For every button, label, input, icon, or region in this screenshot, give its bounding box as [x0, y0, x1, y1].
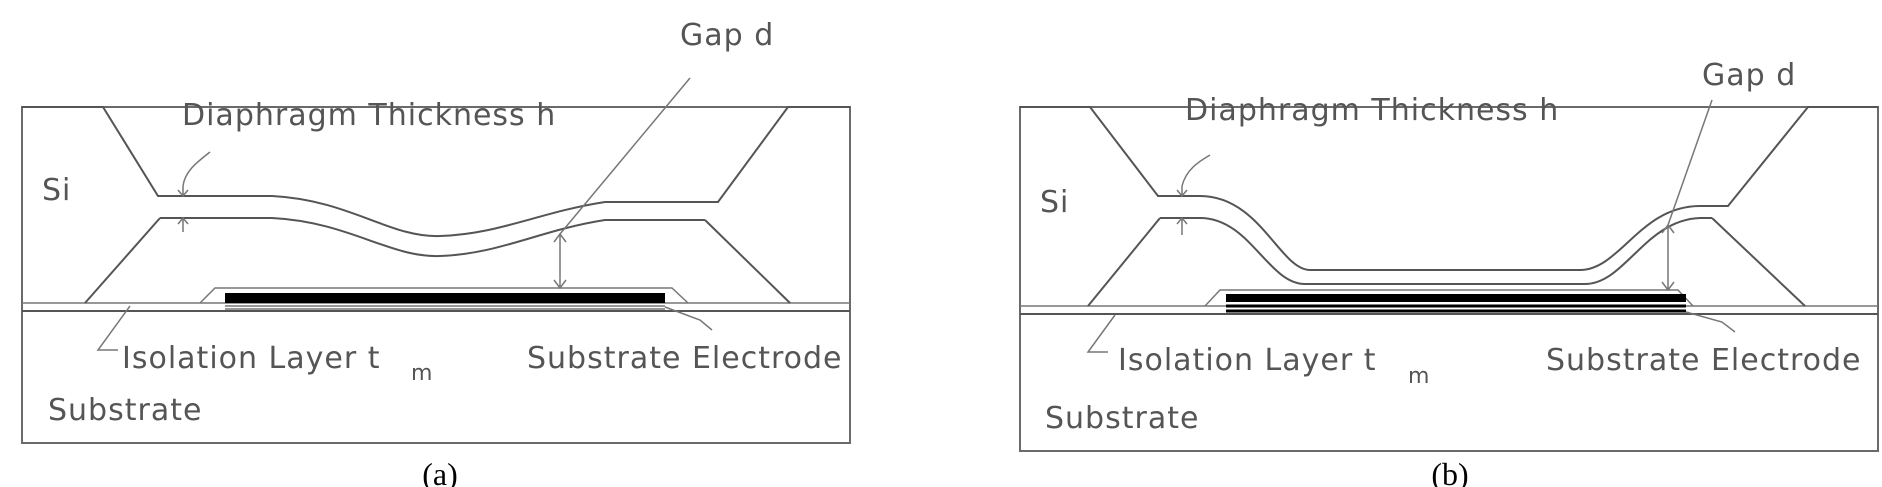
- panel-a-gap-leader: [559, 77, 691, 235]
- panel-b-thickness-leader: [1181, 154, 1211, 187]
- panel-a-isolation-bump: [199, 287, 689, 304]
- panel-a-isolation-subscript: m: [411, 361, 432, 386]
- panel-b-substrate-electrode: [1226, 294, 1686, 302]
- panel-a-gap-arrow: [553, 232, 567, 290]
- panel-b-gap-label: Gap d: [1702, 58, 1796, 93]
- panel-a-diaphragm-label: Diaphragm Thickness h: [182, 98, 556, 133]
- panel-b-gap-leader: [1667, 99, 1713, 226]
- panel-a-si-left-slope: [84, 217, 161, 304]
- panel-a-thickness-arrow-top: [177, 186, 189, 198]
- panel-b-si-left-slope: [1087, 217, 1161, 307]
- panel-a-isolation-leader: [96, 305, 131, 351]
- panel-a-diaphragm-bottom: [160, 217, 705, 258]
- panel-b-thickness-arrow-bottom: [1176, 216, 1188, 235]
- panel-b-thickness-arrow-top: [1176, 186, 1188, 198]
- panel-b-isolation-label: Isolation Layer t: [1118, 343, 1377, 378]
- panel-a-substrate-electrode: [225, 293, 665, 303]
- panel-a-si-right-slope: [704, 219, 791, 304]
- panel-b-si-label: Si: [1040, 185, 1069, 220]
- panel-b-diaphragm-label: Diaphragm Thickness h: [1185, 93, 1559, 128]
- panel-b-substrate-label: Substrate: [1045, 401, 1199, 436]
- panel-a: Si Diaphragm Thickness h Gap d Isolation…: [21, 18, 851, 487]
- panel-b-gap-arrow: [1661, 223, 1675, 292]
- panel-a-electrode-label: Substrate Electrode: [527, 341, 843, 376]
- panel-b-caption: (b): [1431, 456, 1468, 487]
- panel-a-si-top-surface: [22, 106, 850, 238]
- panel-b-frame: [1019, 106, 1879, 452]
- panel-a-gap-label: Gap d: [680, 18, 774, 53]
- panel-b-electrode-leader: [1685, 311, 1736, 333]
- panel-b-diaphragm-bottom: [1160, 217, 1712, 285]
- panel-a-isolation-label: Isolation Layer t: [122, 341, 381, 376]
- panel-a-si-label: Si: [42, 173, 71, 208]
- panel-a-caption: (a): [422, 456, 458, 487]
- panel-b-si-top-surface: [1020, 106, 1878, 271]
- panel-a-thickness-leader: [182, 151, 211, 187]
- panel-a-frame: [21, 106, 851, 444]
- panel-b-isolation-leader: [1086, 314, 1116, 353]
- panel-a-thickness-arrow-bottom: [177, 216, 189, 232]
- panel-b-electrode-label: Substrate Electrode: [1546, 343, 1862, 378]
- panel-a-electrode-leader: [664, 306, 713, 331]
- panel-b-isolation-subscript: m: [1408, 364, 1429, 389]
- panel-a-substrate-label: Substrate: [48, 393, 202, 428]
- panel-b-si-right-slope: [1711, 217, 1806, 307]
- panel-b: Si Diaphragm Thickness h Gap d Isolation…: [1019, 58, 1879, 487]
